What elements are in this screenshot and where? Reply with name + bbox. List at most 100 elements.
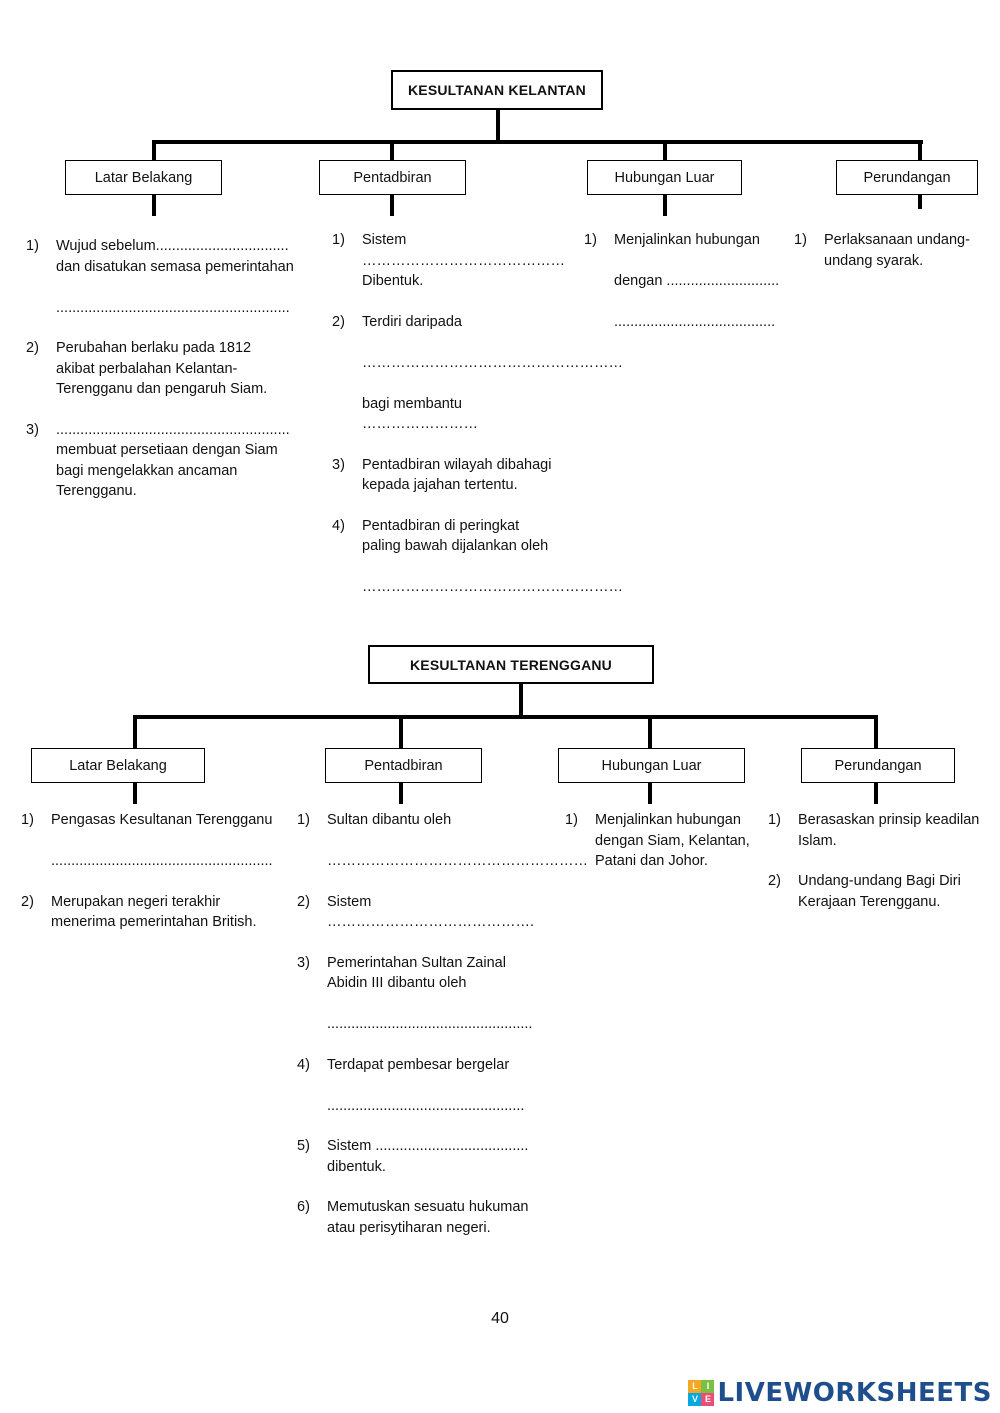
connector-cat1-terengganu xyxy=(133,715,137,749)
connector-cat2-terengganu xyxy=(399,715,403,749)
item-number: 2) xyxy=(26,340,39,356)
title-box-terengganu: KESULTANAN TERENGGANU xyxy=(368,645,654,684)
connector-down-2-terengganu xyxy=(399,783,403,804)
connector-down-4-kelantan xyxy=(918,195,922,209)
category-box-hubungan-luar: Hubungan Luar xyxy=(558,748,745,783)
item-line: ........................................… xyxy=(327,1016,533,1032)
item-line xyxy=(327,1075,557,1096)
item-line: Abidin III dibantu oleh xyxy=(327,975,467,991)
connector-cat4-kelantan xyxy=(918,140,922,162)
connector-down-3-kelantan xyxy=(663,195,667,216)
connector-bar-terengganu xyxy=(133,715,878,719)
item-line: Dibentuk. xyxy=(362,273,424,289)
item-line: Perubahan berlaku pada 1812 xyxy=(56,340,252,356)
item-line: Terengganu. xyxy=(56,483,137,499)
item-number: 1) xyxy=(21,812,34,828)
item-line: Sultan dibantu oleh xyxy=(327,812,452,828)
brand-logo[interactable]: L I V E LIVEWORKSHEETS xyxy=(688,1378,992,1408)
item-line: paling bawah dijalankan oleh xyxy=(362,538,549,554)
list-item: 5)Sistem ...............................… xyxy=(297,1136,557,1177)
item-line: membuat persetiaan dengan Siam xyxy=(56,442,278,458)
list-kelantan-hubungan-luar: 1)Menjalinkan hubungan dengan ..........… xyxy=(584,230,789,333)
item-number: 2) xyxy=(297,893,310,910)
item-line: Pentadbiran wilayah dibahagi xyxy=(362,456,552,473)
item-line: ……………………………………………… xyxy=(327,853,588,869)
item-line: ........................................… xyxy=(327,1097,525,1114)
category-box-latar-belakang: Latar Belakang xyxy=(31,748,205,783)
item-line: undang syarak. xyxy=(824,252,924,269)
category-box-hubungan-luar: Hubungan Luar xyxy=(587,160,742,195)
connector-down-3-terengganu xyxy=(648,783,652,804)
item-line: dengan Siam, Kelantan, xyxy=(595,832,750,849)
category-label: Perundangan xyxy=(863,169,951,186)
item-line xyxy=(614,251,789,272)
item-line xyxy=(327,831,557,852)
item-number: 2) xyxy=(21,893,34,910)
item-line: Patani dan Johor. xyxy=(595,853,708,869)
item-line: ........................................ xyxy=(614,314,776,330)
category-label: Hubungan Luar xyxy=(601,757,702,774)
list-item: 1) Sultan dibantu oleh ……………………………………………… xyxy=(297,810,588,872)
connector-cat3-terengganu xyxy=(648,715,652,749)
list-kelantan-pentadbiran: 1)Sistem ……………………………………Dibentuk.2)Terdir… xyxy=(332,230,623,598)
title-box-kelantan: KESULTANAN KELANTAN xyxy=(391,70,603,110)
list-terengganu-latar-belakang: 1) Pengasas Kesultanan Terengganu .......… xyxy=(21,810,296,933)
item-number: 3) xyxy=(297,954,310,971)
item-line: ........................................… xyxy=(51,853,273,869)
list-terengganu-pentadbiran: 1) Sultan dibantu oleh ………………………………………………… xyxy=(297,810,588,1238)
list-kelantan-perundangan: 1)Perlaksanaan undang-undang syarak. xyxy=(794,230,989,271)
item-number: 1) xyxy=(332,232,345,248)
category-box-perundangan: Perundangan xyxy=(801,748,955,783)
item-line: Memutuskan sesuatu hukuman xyxy=(327,1199,529,1215)
item-line: Wujud sebelum...........................… xyxy=(56,238,289,254)
item-line xyxy=(362,557,577,578)
item-number: 4) xyxy=(332,517,345,534)
category-box-pentadbiran: Pentadbiran xyxy=(319,160,466,195)
item-line: Merupakan negeri terakhir xyxy=(51,893,221,910)
page-number: 40 xyxy=(491,1310,509,1327)
connector-down-2-kelantan xyxy=(390,195,394,216)
item-line xyxy=(56,277,316,298)
item-line: ……………………………………………… xyxy=(362,579,623,595)
connector-down-1-terengganu xyxy=(133,783,137,804)
category-box-pentadbiran: Pentadbiran xyxy=(325,748,482,783)
connector-title-terengganu xyxy=(519,682,523,718)
list-item: 2)Terdiri daripada ……………………………………………… ba… xyxy=(332,312,623,435)
item-line: Undang-undang Bagi Diri xyxy=(798,873,961,889)
item-line: Islam. xyxy=(798,832,837,849)
item-line: Sistem .................................… xyxy=(327,1138,529,1154)
connector-down-1-kelantan xyxy=(152,195,156,216)
category-label: Hubungan Luar xyxy=(614,169,715,186)
item-line: Menjalinkan hubungan xyxy=(595,812,741,828)
connector-cat1-kelantan xyxy=(152,140,156,162)
item-line: kepada jajahan tertentu. xyxy=(362,477,518,493)
brand-icon-letter: V xyxy=(688,1393,702,1406)
title-kelantan: KESULTANAN KELANTAN xyxy=(407,82,586,98)
connector-title-kelantan xyxy=(496,108,500,142)
item-number: 1) xyxy=(297,812,310,828)
brand-text: LIVEWORKSHEETS xyxy=(717,1378,992,1408)
list-item: 1) Pengasas Kesultanan Terengganu .......… xyxy=(21,810,296,872)
item-number: 1) xyxy=(584,232,597,248)
connector-bar-kelantan xyxy=(152,140,923,144)
connector-cat4-terengganu xyxy=(874,715,878,749)
brand-icon-letter: E xyxy=(701,1393,715,1406)
item-line: Berasaskan prinsip keadilan xyxy=(798,812,980,828)
brand-icon: L I V E xyxy=(688,1380,715,1406)
category-label: Latar Belakang xyxy=(94,169,193,186)
item-line: Terengganu dan pengaruh Siam. xyxy=(56,381,268,397)
connector-down-4-terengganu xyxy=(874,783,878,804)
item-number: 1) xyxy=(26,238,39,254)
item-line: Kerajaan Terengganu. xyxy=(798,893,941,910)
item-line: Terdapat pembesar bergelar xyxy=(327,1056,510,1073)
item-line: Pengasas Kesultanan Terengganu xyxy=(51,812,273,828)
brand-icon-letter: L xyxy=(688,1380,702,1393)
list-item: 1) Wujud sebelum.........................… xyxy=(26,236,316,318)
